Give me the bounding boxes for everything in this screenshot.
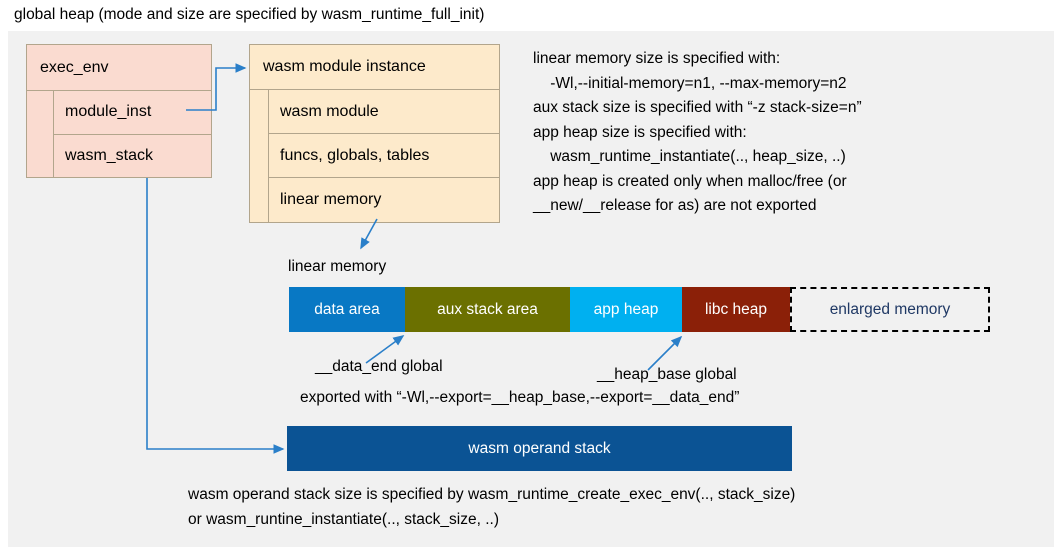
memory-segment-label: app heap	[593, 300, 659, 318]
memory-segment-label: data area	[314, 300, 380, 318]
page-title: global heap (mode and size are specified…	[14, 6, 485, 23]
memory-segment-aux-stack-area: aux stack area	[405, 287, 570, 332]
memory-segment-label: enlarged memory	[829, 300, 951, 318]
memory-segment-enlarged-memory: enlarged memory	[790, 287, 990, 332]
module-field-funcs-globals-tables: funcs, globals, tables	[269, 134, 499, 178]
memory-segment-data-area: data area	[289, 287, 405, 332]
heap-base-annotation: __heap_base global	[597, 366, 737, 383]
wasm-module-instance-box: wasm module instance wasm module funcs, …	[249, 44, 500, 223]
exec-env-field-wasm-stack: wasm_stack	[65, 147, 154, 165]
module-field-wasm-module: wasm module	[269, 90, 499, 134]
exec-env-header: exec_env	[27, 45, 211, 91]
exec-env-field-module-inst: module_inst	[54, 91, 211, 135]
memory-segment-libc-heap: libc heap	[682, 287, 790, 332]
exec-env-body: module_inst wasm_stack	[27, 91, 211, 178]
exec-env-box: exec_env module_inst wasm_stack	[26, 44, 212, 178]
linear-memory-notes: linear memory size is specified with: -W…	[533, 50, 862, 214]
wasm-module-instance-body: wasm module funcs, globals, tables linea…	[250, 90, 499, 222]
wasm-module-instance-gutter	[250, 90, 269, 222]
module-field-linear-memory: linear memory	[280, 191, 382, 208]
data-end-annotation: __data_end global	[315, 358, 443, 375]
wasm-operand-stack-label: wasm operand stack	[468, 439, 611, 457]
wasm-operand-stack-bar: wasm operand stack	[287, 426, 792, 471]
exported-with-annotation: exported with “-Wl,--export=__heap_base,…	[300, 389, 740, 406]
wasm-module-instance-rows: wasm module funcs, globals, tables linea…	[269, 90, 499, 222]
memory-segment-app-heap: app heap	[570, 287, 682, 332]
wasm-module-instance-header: wasm module instance	[250, 45, 499, 90]
linear-memory-bar: data area aux stack area app heap libc heap…	[289, 287, 990, 332]
memory-segment-label: libc heap	[704, 300, 768, 318]
operand-stack-notes: wasm operand stack size is specified by …	[188, 486, 796, 528]
memory-segment-label: aux stack area	[437, 300, 538, 318]
linear-memory-caption: linear memory	[288, 258, 387, 275]
exec-env-gutter	[27, 91, 54, 178]
exec-env-rows: module_inst wasm_stack	[54, 91, 211, 178]
